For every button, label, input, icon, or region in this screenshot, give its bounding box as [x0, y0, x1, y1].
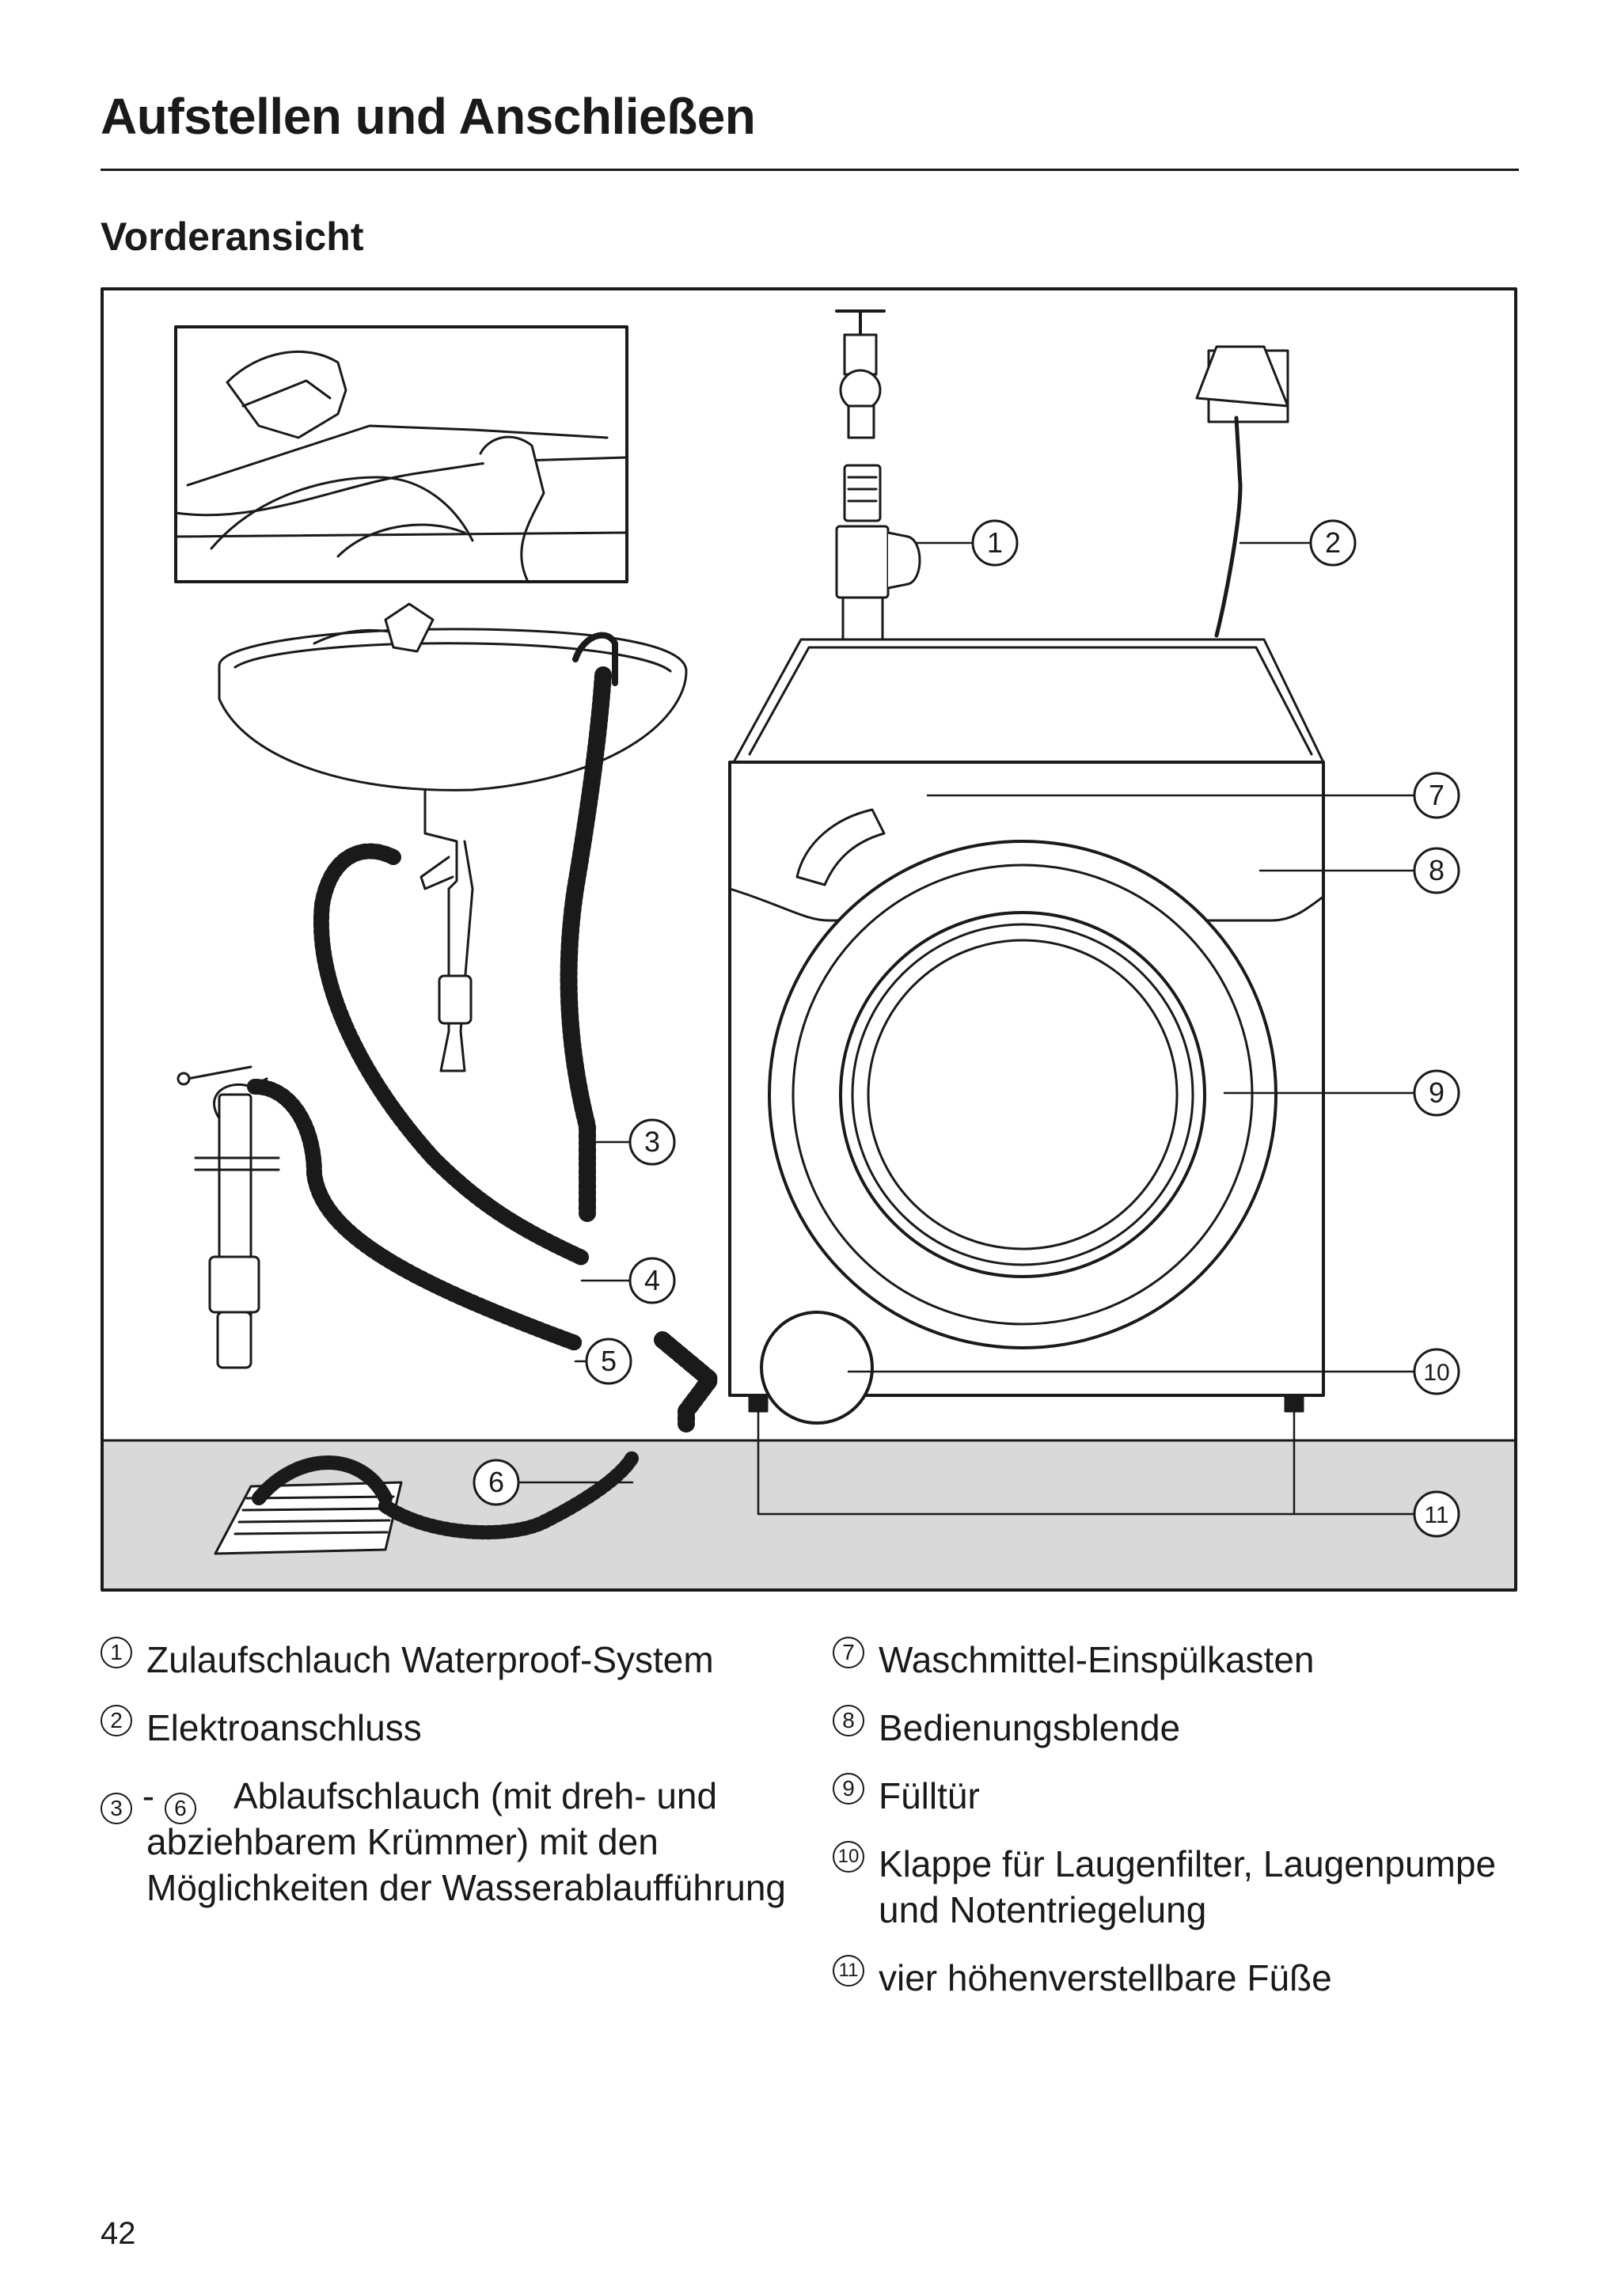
- legend-text: Waschmittel-Einspülkasten: [879, 1639, 1315, 1680]
- callout-2: 2: [1309, 519, 1357, 567]
- callout-6: 6: [473, 1459, 520, 1506]
- svg-text:1: 1: [987, 526, 1003, 559]
- legend-text: Elektroanschluss: [146, 1707, 422, 1748]
- legend-number: 11: [833, 1955, 864, 1987]
- callout-7: 7: [1413, 772, 1460, 819]
- page-number: 42: [101, 2216, 136, 2251]
- legend-item-9: 9 Fülltür: [833, 1773, 1529, 1819]
- callout-11: 11: [1413, 1490, 1460, 1538]
- front-view-illustration: 1 2 3 4 5 6 7 8 9 10 11: [101, 287, 1517, 1592]
- drain-hose-4: [313, 843, 590, 1266]
- svg-text:11: 11: [1424, 1502, 1448, 1528]
- callout-3: 3: [628, 1118, 676, 1166]
- callout-8: 8: [1413, 847, 1460, 894]
- inset-detail: [174, 325, 628, 583]
- svg-text:6: 6: [488, 1466, 504, 1498]
- legend-number: 9: [833, 1773, 864, 1805]
- legend-number: 3: [101, 1793, 132, 1824]
- legend-text: Zulaufschlauch Waterproof-System: [146, 1639, 714, 1680]
- section-subtitle: Vorderansicht: [101, 214, 364, 259]
- legend-text: Fülltür: [879, 1775, 980, 1816]
- svg-text:5: 5: [601, 1345, 617, 1377]
- svg-text:2: 2: [1325, 526, 1341, 559]
- drain-hose-5: [247, 1079, 583, 1351]
- legend-left: 1 Zulaufschlauch Waterproof-System 2 Ele…: [101, 1637, 797, 1933]
- floor-drain: [214, 1450, 640, 1555]
- legend-text: Ablaufschlauch (mit dreh- und abziehbare…: [146, 1775, 787, 1908]
- wash-basin: [218, 602, 688, 1072]
- legend-number: 10: [833, 1841, 864, 1873]
- svg-text:7: 7: [1429, 779, 1444, 811]
- standpipe: [177, 1065, 280, 1369]
- legend-text: Klappe für Laugenfilter, Laugenpumpe und…: [879, 1843, 1497, 1930]
- legend-number: 8: [833, 1705, 864, 1736]
- callout-9: 9: [1413, 1069, 1460, 1117]
- page-title: Aufstellen und Anschließen: [101, 88, 756, 145]
- water-tap: [835, 309, 921, 686]
- drain-hose-3: [560, 666, 612, 1222]
- svg-text:4: 4: [644, 1264, 660, 1296]
- legend-item-7: 7 Waschmittel-Einspülkasten: [833, 1637, 1529, 1683]
- svg-text:3: 3: [644, 1125, 660, 1158]
- legend-number: 6: [164, 1793, 196, 1824]
- legend-number: 7: [833, 1637, 864, 1668]
- legend-item-1: 1 Zulaufschlauch Waterproof-System: [101, 1637, 797, 1683]
- washing-machine: [728, 638, 1325, 1425]
- svg-text:10: 10: [1423, 1360, 1449, 1386]
- legend-text: Bedienungsblende: [879, 1707, 1181, 1748]
- title-rule: [101, 169, 1519, 171]
- callout-1: 1: [971, 519, 1019, 567]
- svg-text:8: 8: [1429, 854, 1444, 886]
- legend-item-10: 10 Klappe für Laugenfilter, Laugenpumpe …: [833, 1841, 1529, 1933]
- callout-4: 4: [628, 1257, 676, 1304]
- callout-10: 10: [1413, 1348, 1460, 1395]
- legend-number: 1: [101, 1637, 132, 1668]
- legend-item-8: 8 Bedienungsblende: [833, 1705, 1529, 1751]
- legend-item-11: 11 vier höhenverstellbare Füße: [833, 1955, 1529, 2001]
- callout-5: 5: [585, 1338, 632, 1385]
- legend-item-2: 2 Elektroanschluss: [101, 1705, 797, 1751]
- legend-range-dash: -: [142, 1775, 165, 1816]
- legend-number: 2: [101, 1705, 132, 1736]
- legend-right: 7 Waschmittel-Einspülkasten 8 Bedienungs…: [833, 1637, 1529, 2023]
- legend-text: vier höhenverstellbare Füße: [879, 1957, 1332, 1998]
- power-socket: [1195, 345, 1289, 638]
- legend-item-3-6: 3 - 6 Ablaufschlauch (mit dreh- und abzi…: [101, 1773, 797, 1911]
- svg-text:9: 9: [1429, 1076, 1444, 1109]
